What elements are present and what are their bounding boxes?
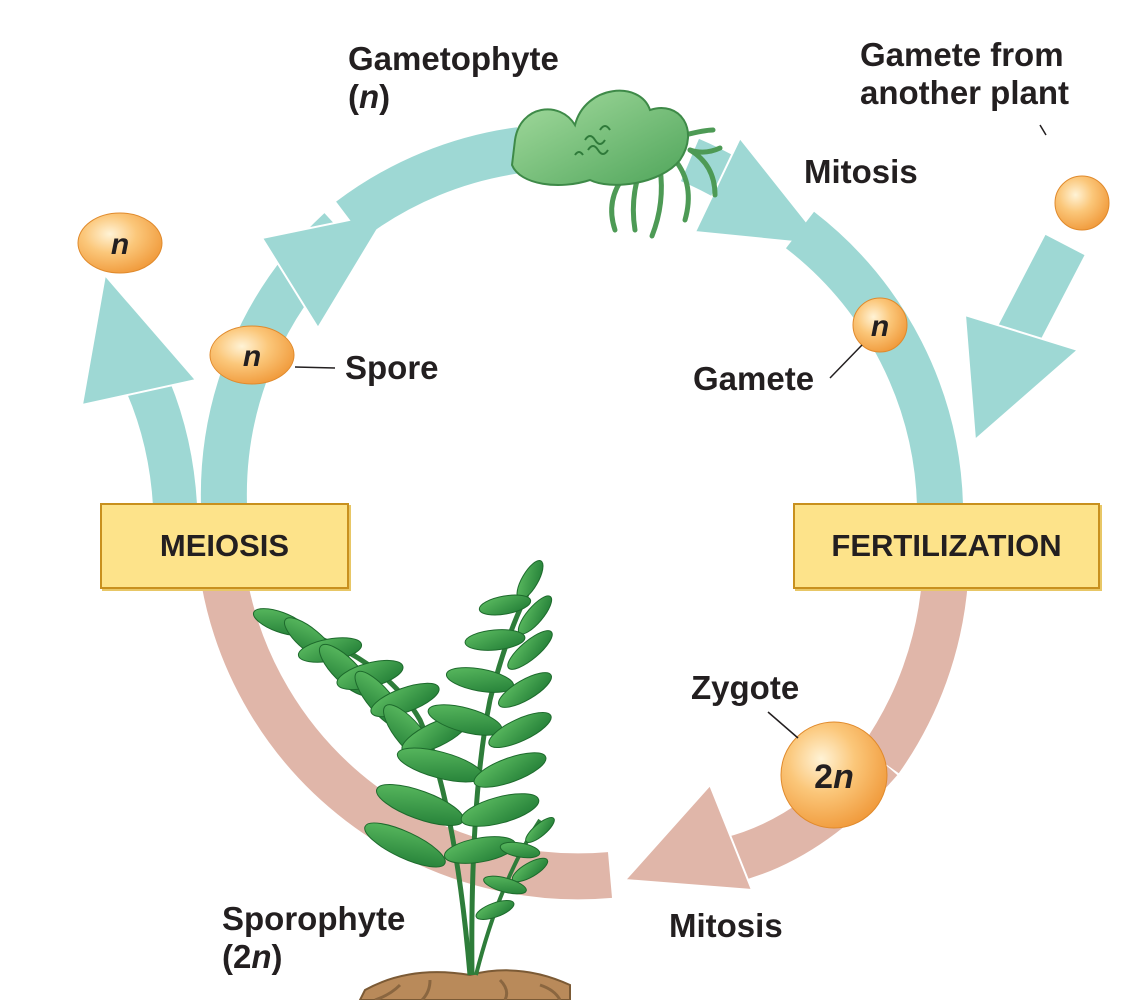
- fern-sporophyte-icon: [252, 560, 571, 1000]
- haploid-cell-icon: [1054, 175, 1110, 231]
- mitosis-bottom-label: Mitosis: [669, 907, 783, 944]
- gamete-label: Gamete: [693, 360, 815, 397]
- fertilization-box: FERTILIZATION: [793, 503, 1100, 589]
- gamete-from-leader-line: [1039, 124, 1047, 136]
- cell-ploidy-label: n: [111, 228, 129, 261]
- mitosis-bottom-arrowhead: [622, 783, 754, 892]
- zygote-leader-line: [767, 711, 799, 739]
- fertilization-label: FERTILIZATION: [831, 528, 1062, 563]
- spore-cell: n: [209, 325, 295, 385]
- mitosis-top-arrowhead: [693, 136, 828, 247]
- haploid-cell-icon: [77, 212, 163, 274]
- cell-ploidy-label: n: [871, 310, 889, 343]
- mitosis-top-label: Mitosis: [804, 153, 918, 190]
- cell-ploidy-label: n: [243, 340, 261, 373]
- gamete-leader-line: [829, 344, 863, 379]
- zygote-label: Zygote: [691, 669, 800, 706]
- gamete-from-another-plant-label: Gamete from another plant: [860, 36, 1070, 111]
- sporophyte-label: Sporophyte (2n): [222, 900, 406, 975]
- gamete-cell: n: [852, 297, 908, 353]
- incoming-gamete-arrowhead: [963, 313, 1081, 443]
- diploid-arc-right: [861, 577, 968, 774]
- spore-to-gametophyte-arrowhead: [260, 210, 391, 330]
- meiosis-release-arrowhead: [80, 272, 198, 407]
- zygote-ploidy-label: 2n: [814, 758, 854, 796]
- released-spore-cell: n: [77, 212, 163, 274]
- haploid-cell-icon: [209, 325, 295, 385]
- meiosis-label: MEIOSIS: [159, 528, 290, 563]
- spore-label: Spore: [345, 349, 439, 386]
- gametophyte-icon: [510, 89, 723, 239]
- haploid-arc-right: [785, 211, 963, 506]
- zygote-cell-icon: [780, 721, 888, 829]
- spore-leader-line: [294, 366, 336, 369]
- gametophyte-label: Gametophyte (n): [348, 40, 559, 115]
- zygote-cell: 2n: [780, 721, 888, 829]
- meiosis-box: MEIOSIS: [100, 503, 349, 589]
- haploid-arc-top: [336, 127, 524, 239]
- haploid-cell-icon: [852, 297, 908, 353]
